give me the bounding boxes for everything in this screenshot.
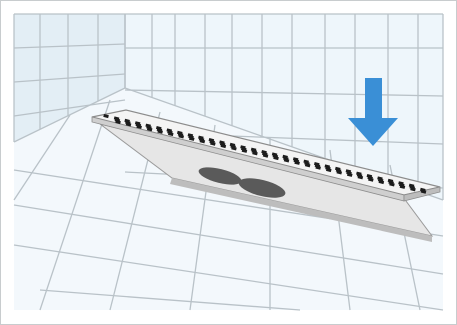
drain-illustration (0, 0, 457, 325)
bathroom-scene (0, 0, 457, 325)
